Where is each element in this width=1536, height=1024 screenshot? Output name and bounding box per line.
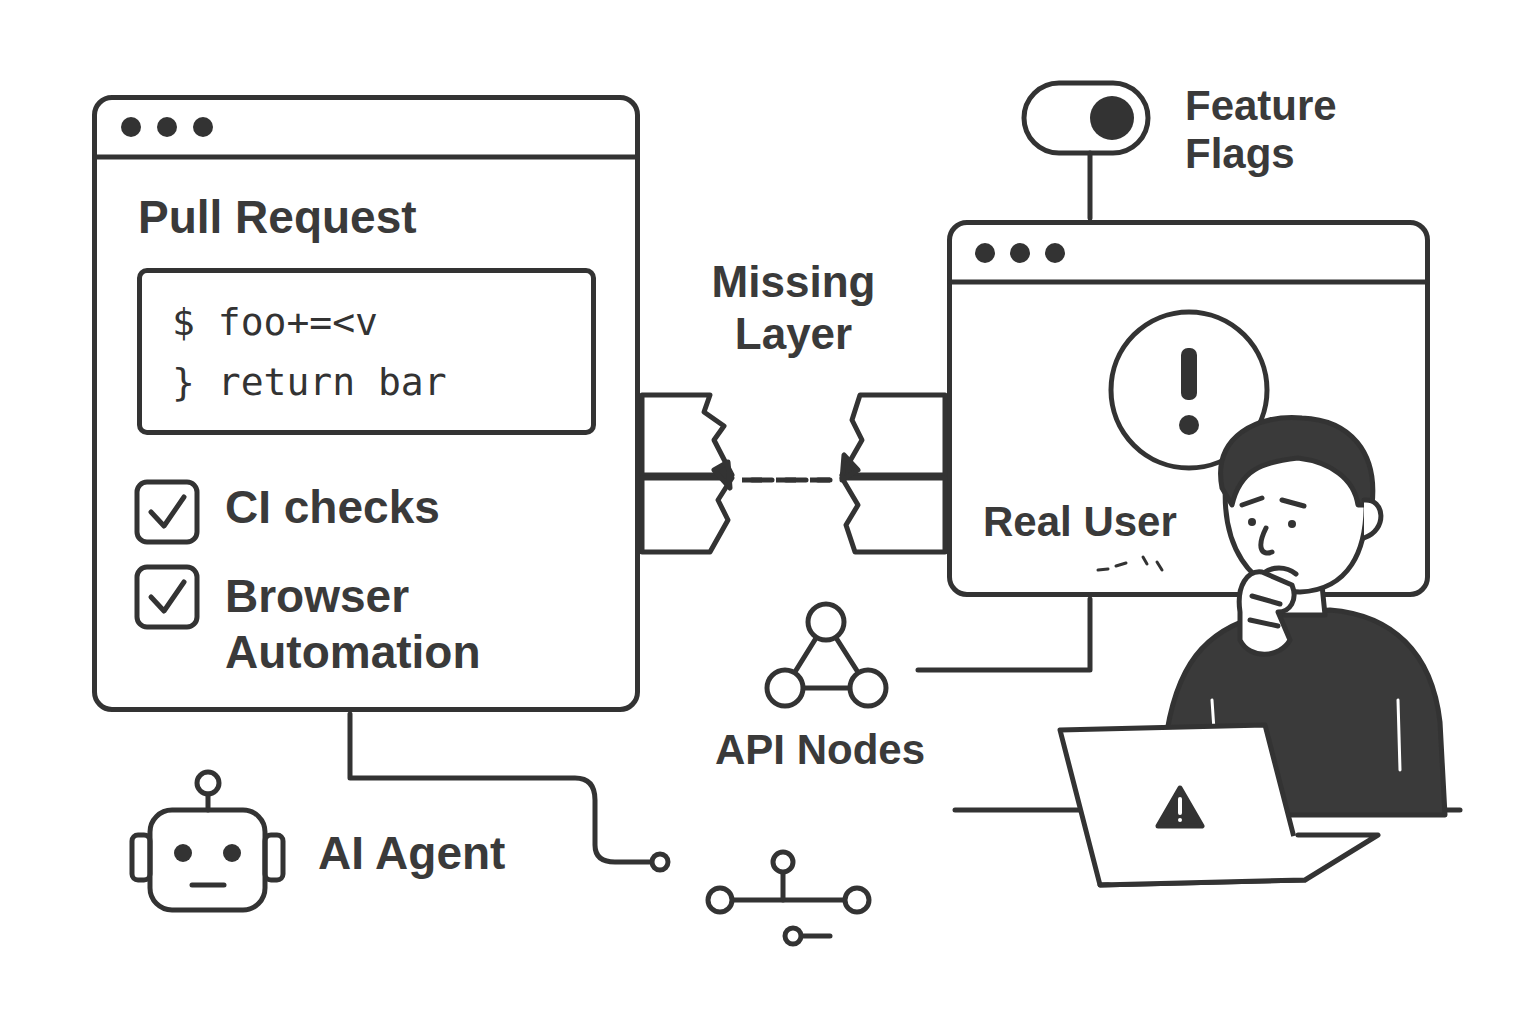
check-label: Browser Automation (225, 568, 545, 680)
checkbox-icons (137, 482, 197, 627)
api-graph-icon (767, 599, 1090, 706)
laptop (1060, 725, 1378, 885)
toggle-label: Feature Flags (1185, 82, 1385, 178)
scribble-marks (1098, 557, 1162, 570)
code-box: $ foo+=<v } return bar (137, 268, 596, 435)
user-window-chrome (950, 243, 1427, 282)
window-text: Real User (983, 497, 1177, 547)
broken-bridge (642, 395, 945, 552)
pr-window-chrome (95, 117, 637, 157)
window-title: Pull Request (138, 190, 417, 244)
icon-label: API Nodes (715, 725, 1015, 775)
wire-lines (350, 714, 869, 944)
code-line: $ foo+=<v (172, 300, 378, 344)
check-label: CI checks (225, 480, 625, 534)
robot-icon (132, 772, 283, 910)
code-line: } return bar (172, 360, 447, 404)
feature-toggle (1024, 83, 1148, 218)
robot-label: AI Agent (318, 826, 618, 880)
edge-label: Missing Layer (684, 256, 904, 360)
